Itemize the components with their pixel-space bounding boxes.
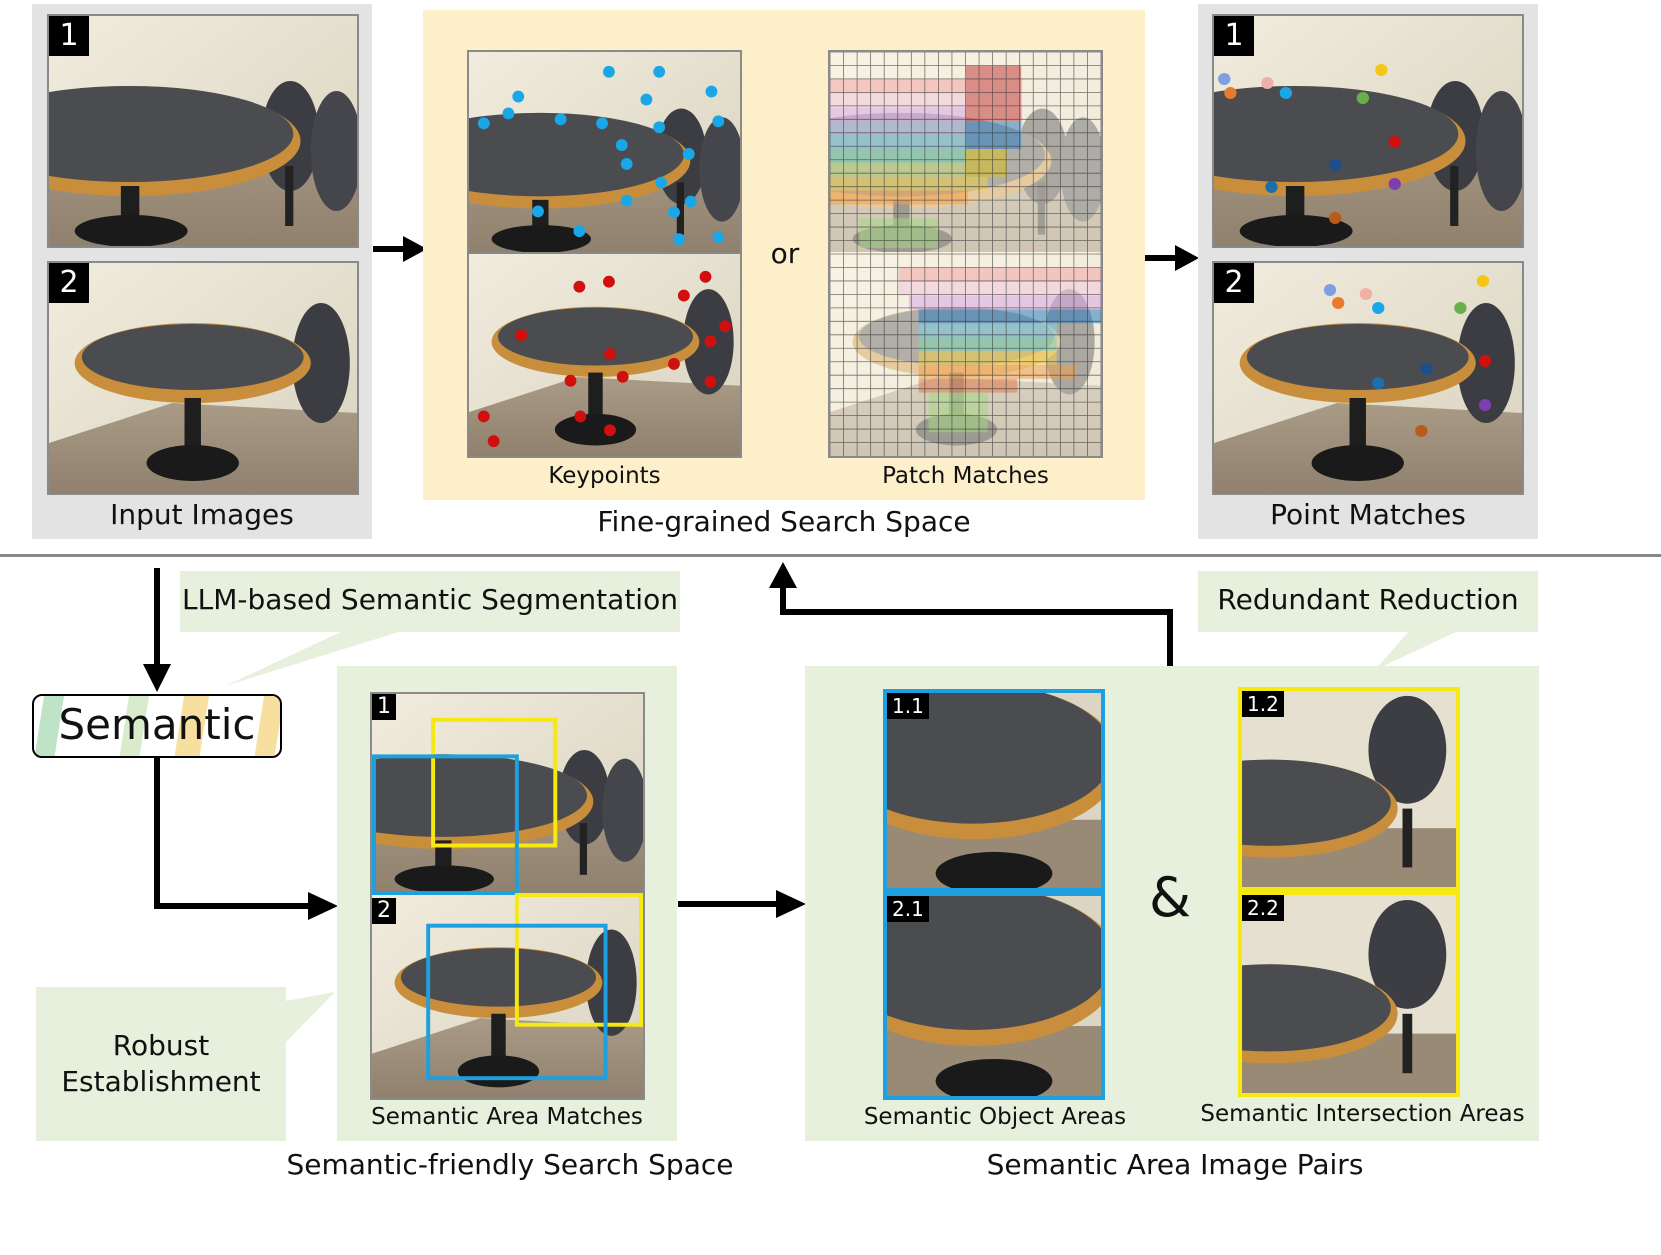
llm-segmentation-label: LLM-based Semantic Segmentation (182, 583, 678, 616)
area-pairs-label: Semantic Area Image Pairs (986, 1148, 1364, 1181)
input-image-1: 1 (47, 14, 359, 248)
semantic-box-label: Semantic (58, 700, 256, 749)
semantic-box: Semantic (32, 694, 282, 758)
area-id-badge: 2.1 (887, 896, 929, 922)
robust-establishment-bubble (36, 987, 286, 1141)
point-match-image-2: 2 (1212, 261, 1524, 495)
patch-matches-image (828, 50, 1103, 458)
redundant-reduction-bubble (1198, 571, 1538, 632)
keypoints-label: Keypoints (548, 463, 661, 489)
point-match-image-1: 1 (1212, 14, 1524, 248)
input-images-label: Input Images (110, 498, 294, 531)
area-id-badge: 1.1 (887, 693, 929, 719)
object-area-1-1: 1.1 (883, 689, 1105, 892)
arrow-down-icon (143, 568, 171, 692)
input-image-2: 2 (47, 261, 359, 495)
or-label: or (770, 237, 800, 270)
semantic-area-matches-label: Semantic Area Matches (371, 1104, 643, 1130)
intersection-area-2-2: 2.2 (1238, 891, 1460, 1097)
image-number-badge: 2 (49, 263, 89, 303)
arrow-up-icon (769, 562, 1173, 668)
arrow-right-icon (678, 890, 806, 918)
fine-grained-label: Fine-grained Search Space (597, 505, 971, 538)
section-divider (0, 554, 1661, 557)
llm-segmentation-bubble (180, 571, 680, 632)
area-id-badge: 2.2 (1242, 895, 1284, 921)
object-area-2-1: 2.1 (883, 892, 1105, 1100)
object-areas-label: Semantic Object Areas (863, 1104, 1127, 1130)
intersection-area-1-2: 1.2 (1238, 687, 1460, 891)
redundant-reduction-label: Redundant Reduction (1217, 583, 1519, 616)
intersection-areas-label: Semantic Intersection Areas (1200, 1101, 1525, 1127)
semantic-area-matches-image: 1 2 (370, 692, 645, 1100)
match-number-badge: 1 (372, 694, 396, 720)
arrow-right-icon (154, 758, 338, 920)
redundant-bubble-tail (1375, 630, 1460, 670)
patch-matches-label: Patch Matches (882, 463, 1049, 489)
robust-line-2: Establishment (61, 1065, 261, 1098)
point-matches-label: Point Matches (1270, 498, 1466, 531)
match-number-badge: 2 (372, 898, 396, 924)
ampersand-label: & (1148, 866, 1192, 929)
semantic-friendly-label: Semantic-friendly Search Space (286, 1148, 734, 1181)
robust-bubble-tail (280, 992, 335, 1048)
arrow-right-icon (1145, 245, 1199, 271)
arrow-right-icon (373, 236, 427, 262)
keypoints-image (467, 50, 742, 458)
image-number-badge: 1 (49, 16, 89, 56)
image-number-badge: 2 (1214, 263, 1254, 303)
area-id-badge: 1.2 (1242, 691, 1284, 717)
robust-line-1: Robust (112, 1029, 210, 1062)
llm-bubble-tail (225, 630, 405, 686)
image-number-badge: 1 (1214, 16, 1254, 56)
